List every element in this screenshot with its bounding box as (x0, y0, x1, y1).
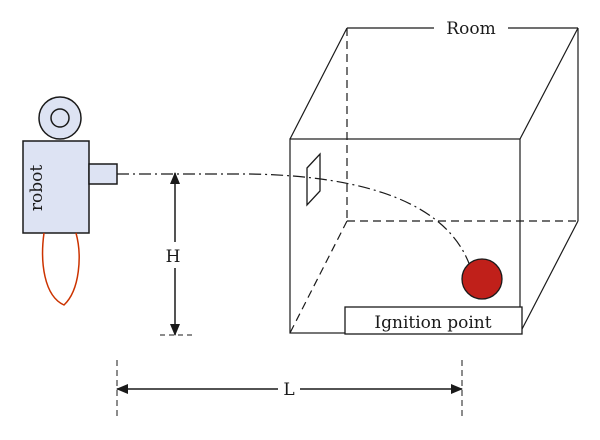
robot-body (22, 140, 90, 234)
robot-nozzle (88, 163, 118, 185)
height-label: H (166, 247, 181, 267)
robot-hose (41, 232, 80, 306)
robot: robot (22, 96, 118, 306)
ignition-platform (344, 306, 523, 335)
robot-label: robot (27, 165, 47, 211)
height-dimension: H (160, 172, 196, 336)
ignition-ball (461, 258, 503, 300)
window (306, 152, 321, 207)
ignition-point-label: Ignition point (374, 313, 491, 333)
distance-label: L (283, 380, 294, 400)
room-label: Room (446, 19, 495, 39)
robot-head-inner (50, 108, 70, 128)
room-box (289, 27, 579, 334)
spray-trajectory (117, 173, 471, 267)
distance-dimension: L (116, 360, 463, 420)
